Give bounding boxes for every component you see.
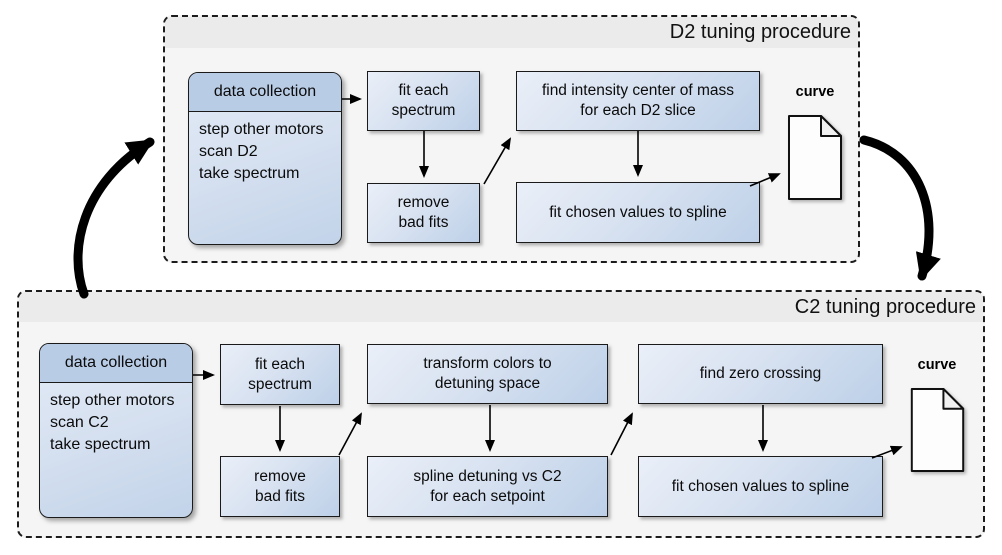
d2-data-collection-steps: step other motors scan D2 take spectrum bbox=[199, 121, 324, 182]
d2-curve-document-icon bbox=[788, 115, 842, 200]
c2-procedure-title: C2 tuning procedure bbox=[794, 296, 976, 318]
d2-data-collection-box: data collection step other motors scan D… bbox=[188, 72, 342, 245]
arrow-c2-loop-to-d2 bbox=[73, 137, 155, 299]
c2-curve-document-icon bbox=[910, 388, 965, 472]
d2-curve-label: curve bbox=[795, 84, 835, 100]
d2-title-band: D2 tuning procedure bbox=[165, 17, 858, 48]
c2-box-transform-colors: transform colors to detuning space bbox=[367, 344, 608, 404]
c2-box-fit-each-spectrum: fit each spectrum bbox=[220, 344, 340, 405]
d2-box-find-center-of-mass: find intensity center of mass for each D… bbox=[516, 71, 760, 131]
d2-procedure-title: D2 tuning procedure bbox=[669, 21, 851, 43]
c2-curve-label: curve bbox=[917, 357, 957, 373]
d2-box-remove-bad-fits: remove bad fits bbox=[367, 183, 480, 243]
c2-title-band: C2 tuning procedure bbox=[19, 292, 983, 322]
c2-data-collection-steps: step other motors scan C2 take spectrum bbox=[50, 392, 175, 453]
d2-data-collection-header: data collection bbox=[189, 73, 341, 112]
c2-box-remove-bad-fits: remove bad fits bbox=[220, 456, 340, 517]
c2-box-fit-values-to-spline: fit chosen values to spline bbox=[638, 456, 883, 517]
d2-box-fit-each-spectrum: fit each spectrum bbox=[367, 71, 480, 131]
arrow-d2-loop-to-c2 bbox=[859, 135, 941, 281]
c2-data-collection-header: data collection bbox=[40, 344, 192, 383]
c2-data-collection-box: data collection step other motors scan C… bbox=[39, 343, 193, 518]
c2-box-spline-detuning: spline detuning vs C2 for each setpoint bbox=[367, 456, 608, 517]
d2-box-fit-values-to-spline: fit chosen values to spline bbox=[516, 182, 760, 243]
c2-box-find-zero-crossing: find zero crossing bbox=[638, 344, 883, 404]
